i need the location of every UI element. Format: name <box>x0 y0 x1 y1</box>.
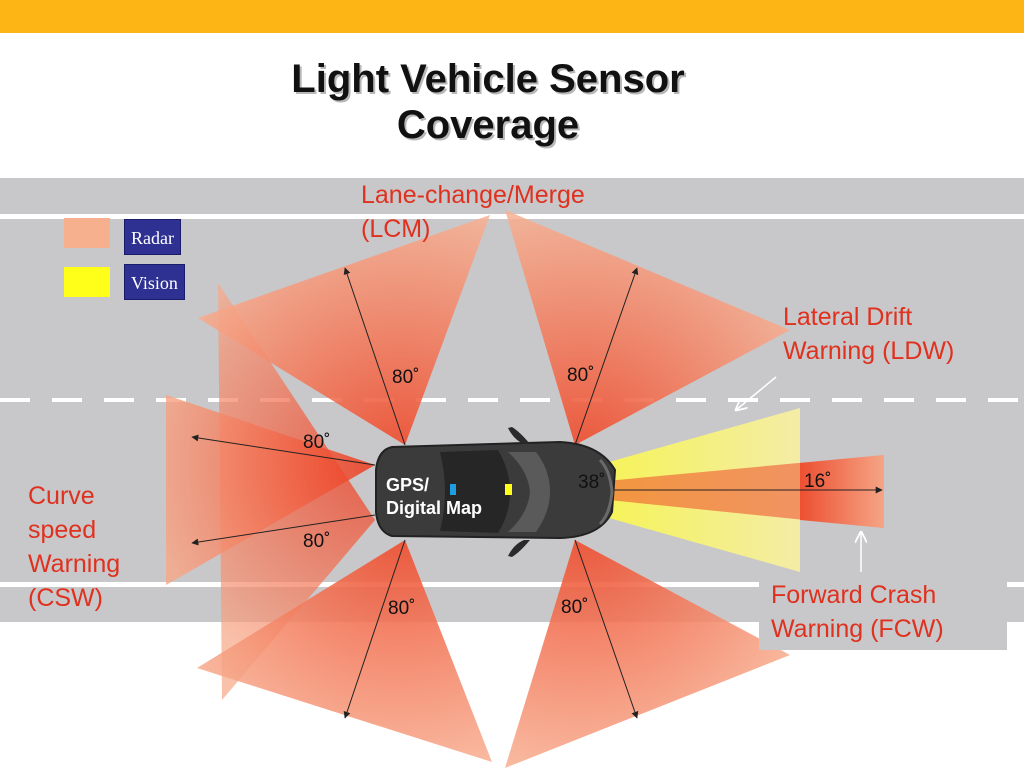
legend-swatch-radar <box>64 218 110 248</box>
arrow-rear-upper <box>191 434 376 466</box>
angle-label-vision: 38˚ <box>578 472 605 493</box>
angle-label-rear-upper: 80˚ <box>303 432 330 453</box>
car-label-line-1: GPS/ <box>386 475 429 495</box>
radar-zone-right-upper <box>505 210 790 445</box>
page-title: Light Vehicle Sensor Coverage <box>0 56 976 148</box>
road-edge-line-bottom <box>0 582 1024 587</box>
callout-lcm: Lane-change/Merge (LCM) <box>361 178 585 246</box>
radar-zone-rear-outer <box>218 283 375 700</box>
callout-fcw-line-2: Warning (FCW) <box>771 615 944 643</box>
arrow-left-upper <box>343 267 406 446</box>
callout-csw-line-1: Curve <box>28 482 95 510</box>
radar-zone-forward-far <box>800 455 884 528</box>
car-label-line-2: Digital Map <box>386 498 482 518</box>
title-line-2: Coverage <box>396 103 580 147</box>
angle-label-right-upper: 80˚ <box>567 365 594 386</box>
arrow-left-lower <box>343 539 406 719</box>
callout-csw-line-4: (CSW) <box>28 584 103 612</box>
angle-label-left-lower: 80˚ <box>388 598 415 619</box>
callout-fcw: Forward Crash Warning (FCW) <box>771 578 1007 646</box>
callout-ldw-line-2: Warning (LDW) <box>783 337 955 365</box>
legend-label-radar: Radar <box>124 219 181 255</box>
arrow-right-upper <box>574 267 639 446</box>
arrow-right-lower <box>574 539 639 719</box>
callout-lcm-line-1: Lane-change/Merge <box>361 181 585 209</box>
callout-csw-line-2: speed <box>28 516 97 544</box>
ldw-pointer-arrow <box>736 376 777 410</box>
legend-label-vision: Vision <box>124 264 185 300</box>
radar-zone-left-upper <box>198 215 490 445</box>
callout-lcm-line-2: (LCM) <box>361 215 431 243</box>
callout-ldw-line-1: Lateral Drift <box>783 303 913 331</box>
callout-fcw-box: Forward Crash Warning (FCW) <box>759 574 1007 650</box>
top-accent-bar <box>0 0 1024 33</box>
callout-csw-line-3: Warning <box>28 550 121 578</box>
angle-label-right-lower: 80˚ <box>561 597 588 618</box>
callout-csw: Curve speed Warning (CSW) <box>28 479 120 615</box>
callout-fcw-line-1: Forward Crash <box>771 581 937 609</box>
angle-label-forward-radar: 16˚ <box>804 471 831 492</box>
car <box>375 427 617 557</box>
radar-zone-left-lower <box>197 540 492 762</box>
arrow-rear-lower <box>191 514 376 546</box>
angle-label-left-upper: 80˚ <box>392 367 419 388</box>
title-line-1: Light Vehicle Sensor <box>291 57 685 101</box>
angle-label-rear-lower: 80˚ <box>303 531 330 552</box>
legend-swatch-vision <box>64 267 110 297</box>
radar-zone-right-lower <box>505 540 790 768</box>
radar-zone-forward <box>510 455 884 528</box>
callout-ldw: Lateral Drift Warning (LDW) <box>783 300 954 368</box>
